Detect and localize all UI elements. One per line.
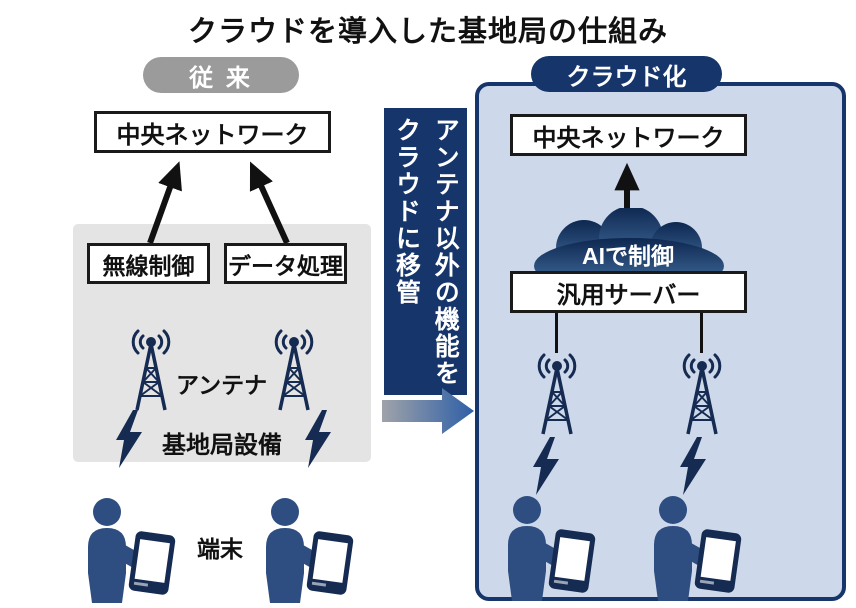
general-server-box: 汎用サーバー — [510, 271, 747, 313]
lightning-bolt-icon — [678, 437, 708, 495]
terminal-label: 端末 — [197, 536, 243, 562]
arrow-up-icon — [614, 162, 640, 210]
left-uplink-arrows — [147, 161, 290, 245]
person-with-tablet-icon — [646, 495, 742, 601]
ai-control-label: AIで制御 — [582, 243, 674, 269]
server-antenna-wire — [700, 311, 703, 353]
transfer-note-banner: アンテナ以外の機能を クラウドに移管 — [384, 108, 467, 395]
antenna-label: アンテナ — [176, 372, 268, 398]
antenna-tower-icon — [265, 326, 323, 414]
lightning-bolt-icon — [531, 437, 561, 495]
server-antenna-wire — [555, 311, 558, 353]
antenna-tower-icon — [673, 350, 731, 438]
cloud-era-label: クラウド化 — [531, 56, 722, 92]
base-station-label: 基地局設備 — [162, 432, 282, 459]
person-with-tablet-icon — [500, 495, 596, 601]
antenna-tower-icon — [122, 326, 180, 414]
lightning-bolt-icon — [114, 410, 144, 468]
person-with-tablet-icon — [80, 497, 176, 603]
data-processing-box: データ処理 — [224, 243, 347, 284]
lightning-bolt-icon — [303, 410, 333, 468]
diagram-title: クラウドを導入した基地局の仕組み — [187, 16, 668, 48]
antenna-tower-icon — [528, 350, 586, 438]
radio-control-box: 無線制御 — [87, 243, 210, 284]
left-central-network-box: 中央ネットワーク — [94, 111, 331, 153]
right-central-network-box: 中央ネットワーク — [510, 114, 747, 156]
transfer-note-text: アンテナ以外の機能を クラウドに移管 — [392, 116, 460, 387]
person-with-tablet-icon — [258, 497, 354, 603]
arrow-right-icon — [382, 388, 474, 434]
legacy-era-label: 従 来 — [143, 57, 299, 93]
